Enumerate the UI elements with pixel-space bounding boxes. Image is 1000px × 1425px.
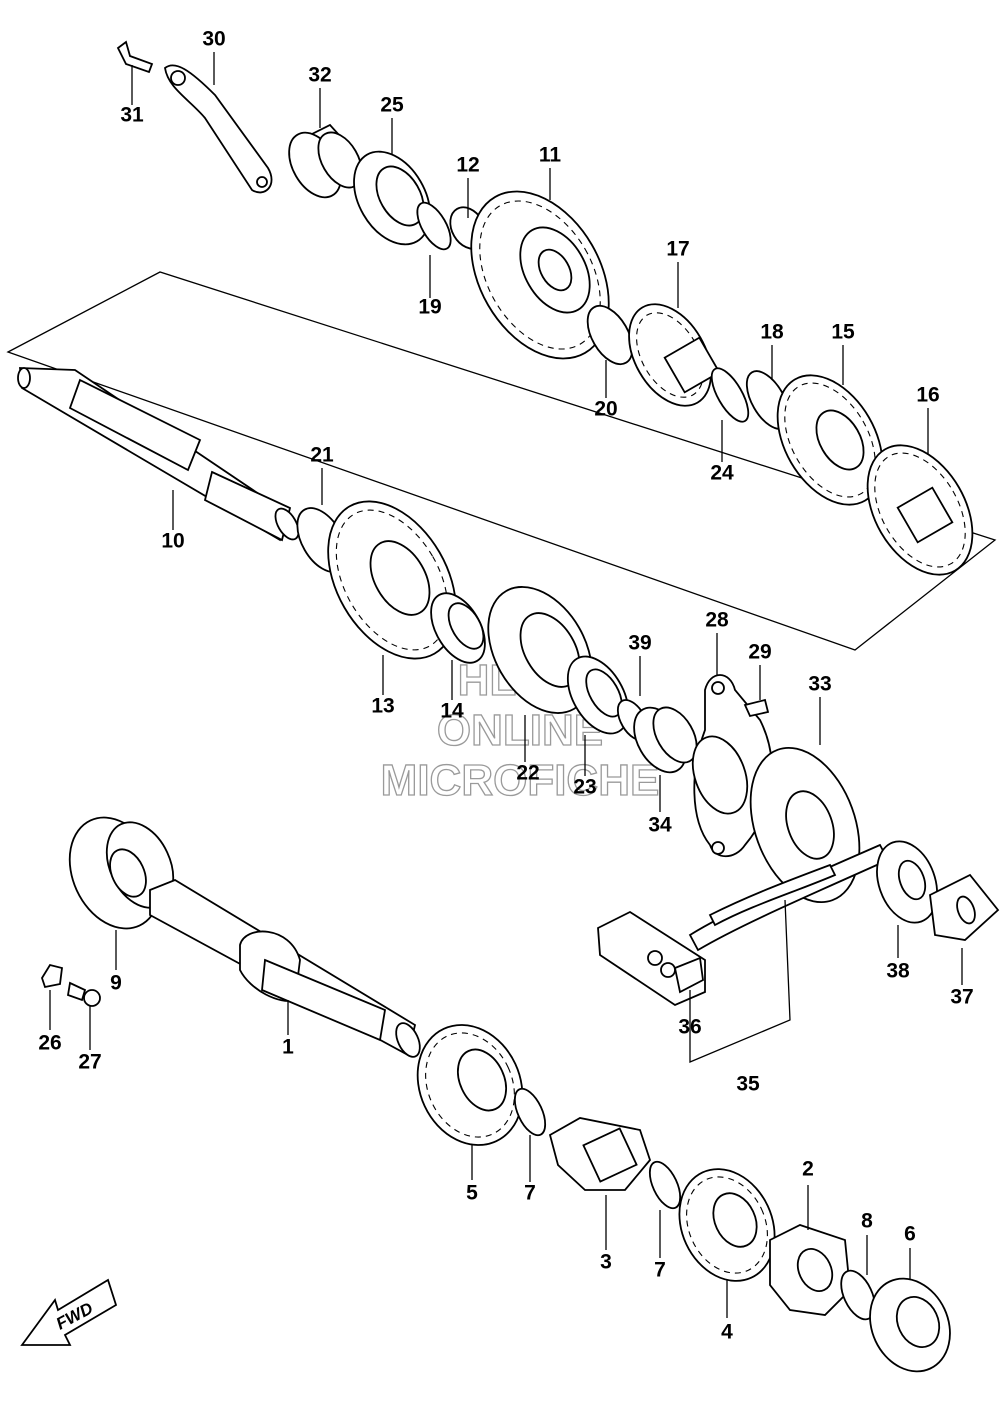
nut-37 <box>929 873 1000 941</box>
fwd-arrow-icon: FWD <box>20 1278 118 1346</box>
part-label-24: 24 <box>710 462 734 485</box>
part-label-37: 37 <box>950 986 973 1009</box>
part-label-21: 21 <box>310 444 334 467</box>
chain-master-link <box>597 910 706 1007</box>
part-label-38: 38 <box>886 960 910 983</box>
part-label-30: 30 <box>202 28 225 51</box>
part-label-28: 28 <box>705 609 729 632</box>
gear-5 <box>416 1024 524 1146</box>
bushing <box>288 123 363 199</box>
part-label-34: 34 <box>648 814 672 837</box>
drive-sprocket <box>749 747 861 903</box>
watermark-line-2: ONLINE <box>437 706 603 755</box>
gear-16 <box>866 444 974 576</box>
part-label-31: 31 <box>120 104 144 127</box>
washer-19 <box>416 201 452 251</box>
spacer-34 <box>633 706 698 774</box>
part-label-12: 12 <box>456 154 479 177</box>
part-label-5: 5 <box>466 1182 478 1205</box>
part-label-32: 32 <box>308 64 331 87</box>
part-label-16: 16 <box>916 384 939 407</box>
gear-11 <box>470 190 610 360</box>
part-label-29: 29 <box>748 641 771 664</box>
gear-13 <box>327 500 457 660</box>
leader-lines <box>49 52 963 1318</box>
countershaft <box>17 367 300 542</box>
part-label-18: 18 <box>760 321 784 344</box>
part-label-36: 36 <box>678 1016 701 1039</box>
bearing-9 <box>68 816 175 930</box>
gear-2 <box>769 1224 851 1316</box>
main-shaft <box>149 878 421 1058</box>
bushing-14 <box>430 592 486 664</box>
part-label-17: 17 <box>666 238 689 261</box>
shift-arm <box>116 40 273 194</box>
part-label-9: 9 <box>110 972 122 995</box>
washer-20 <box>586 304 634 366</box>
part-label-8: 8 <box>861 1210 873 1233</box>
part-label-23: 23 <box>573 776 596 799</box>
circlip-7b <box>648 1160 682 1210</box>
drive-chain <box>688 843 890 952</box>
gear-3 <box>548 1117 652 1191</box>
part-label-6: 6 <box>904 1223 916 1246</box>
circlip-7a <box>513 1087 547 1137</box>
part-label-22: 22 <box>516 762 539 785</box>
gear-4 <box>678 1168 776 1282</box>
part-label-2: 2 <box>802 1158 814 1181</box>
part-label-10: 10 <box>161 530 184 553</box>
screw-27 <box>66 981 87 1002</box>
part-label-20: 20 <box>594 398 617 421</box>
oil-seal-23 <box>566 655 630 735</box>
part-labels: 30 31 32 25 12 11 19 17 18 15 16 20 24 2… <box>38 28 973 1344</box>
retainer-plate <box>691 674 773 858</box>
circlip-8 <box>840 1269 876 1321</box>
countershaft-group-frame <box>6 271 997 651</box>
gear-17 <box>628 303 721 407</box>
part-label-11: 11 <box>539 144 562 167</box>
part-label-33: 33 <box>808 673 831 696</box>
part-label-15: 15 <box>831 321 855 344</box>
part-label-14: 14 <box>440 700 464 723</box>
part-label-1: 1 <box>282 1036 294 1059</box>
bearing-upper <box>353 150 431 246</box>
watermark-line-3: MICROFICHE <box>381 756 660 805</box>
part-label-7a: 7 <box>524 1182 536 1205</box>
part-label-3: 3 <box>600 1251 612 1274</box>
part-label-13: 13 <box>371 695 394 718</box>
part-label-27: 27 <box>78 1051 101 1074</box>
part-label-19: 19 <box>418 296 441 319</box>
bearing-22 <box>487 586 593 714</box>
lock-washer-38 <box>876 840 938 924</box>
part-label-39: 39 <box>628 632 651 655</box>
circlip-24 <box>710 367 750 423</box>
stopper-26 <box>41 963 63 989</box>
part-label-26: 26 <box>38 1032 61 1055</box>
part-label-25: 25 <box>380 94 404 117</box>
part-label-35: 35 <box>736 1073 760 1096</box>
part-label-7b: 7 <box>654 1259 666 1282</box>
leader-35-36 <box>689 899 791 1063</box>
gear-15 <box>776 374 884 506</box>
part-label-4: 4 <box>721 1321 733 1344</box>
bearing-6 <box>869 1277 951 1373</box>
